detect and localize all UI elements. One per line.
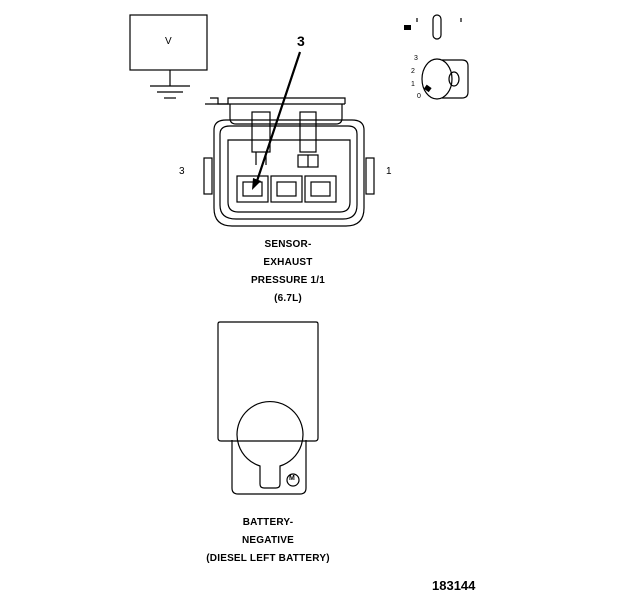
ignition-position-2: 2 [411,68,415,75]
terminal-caption-line-3: (DIESEL LEFT BATTERY) [206,553,330,564]
connector-caption-line-4: (6.7L) [274,293,302,304]
terminal-caption-line-2: NEGATIVE [242,535,294,546]
connector-caption-line-3: PRESSURE 1/1 [250,275,326,286]
connector-pin-left-label: 3 [179,166,185,177]
connector-caption: SENSOR- EXHAUST PRESSURE 1/1 (6.7L) [228,236,348,308]
meter-label: V [165,36,172,47]
ignition-position-3: 3 [414,55,418,62]
connector-caption-line-2: EXHAUST [263,257,313,268]
ignition-key-icon [404,14,469,100]
battery-terminal-drawing [217,321,319,495]
terminal-marker: M [289,475,295,482]
figure-number: 183144 [432,578,476,593]
connector-pin-right-label: 1 [386,166,392,177]
ignition-position-1: 1 [411,81,415,88]
connector-caption-line-1: SENSOR- [264,239,312,250]
sensor-connector-drawing [203,97,375,227]
terminal-caption: BATTERY- NEGATIVE (DIESEL LEFT BATTERY) [193,514,343,568]
ignition-position-0: 0 [417,93,421,100]
callout-number: 3 [297,33,305,49]
terminal-caption-line-1: BATTERY- [242,517,294,528]
voltmeter-symbol [129,14,208,99]
callout-leader-arrow [252,51,302,190]
